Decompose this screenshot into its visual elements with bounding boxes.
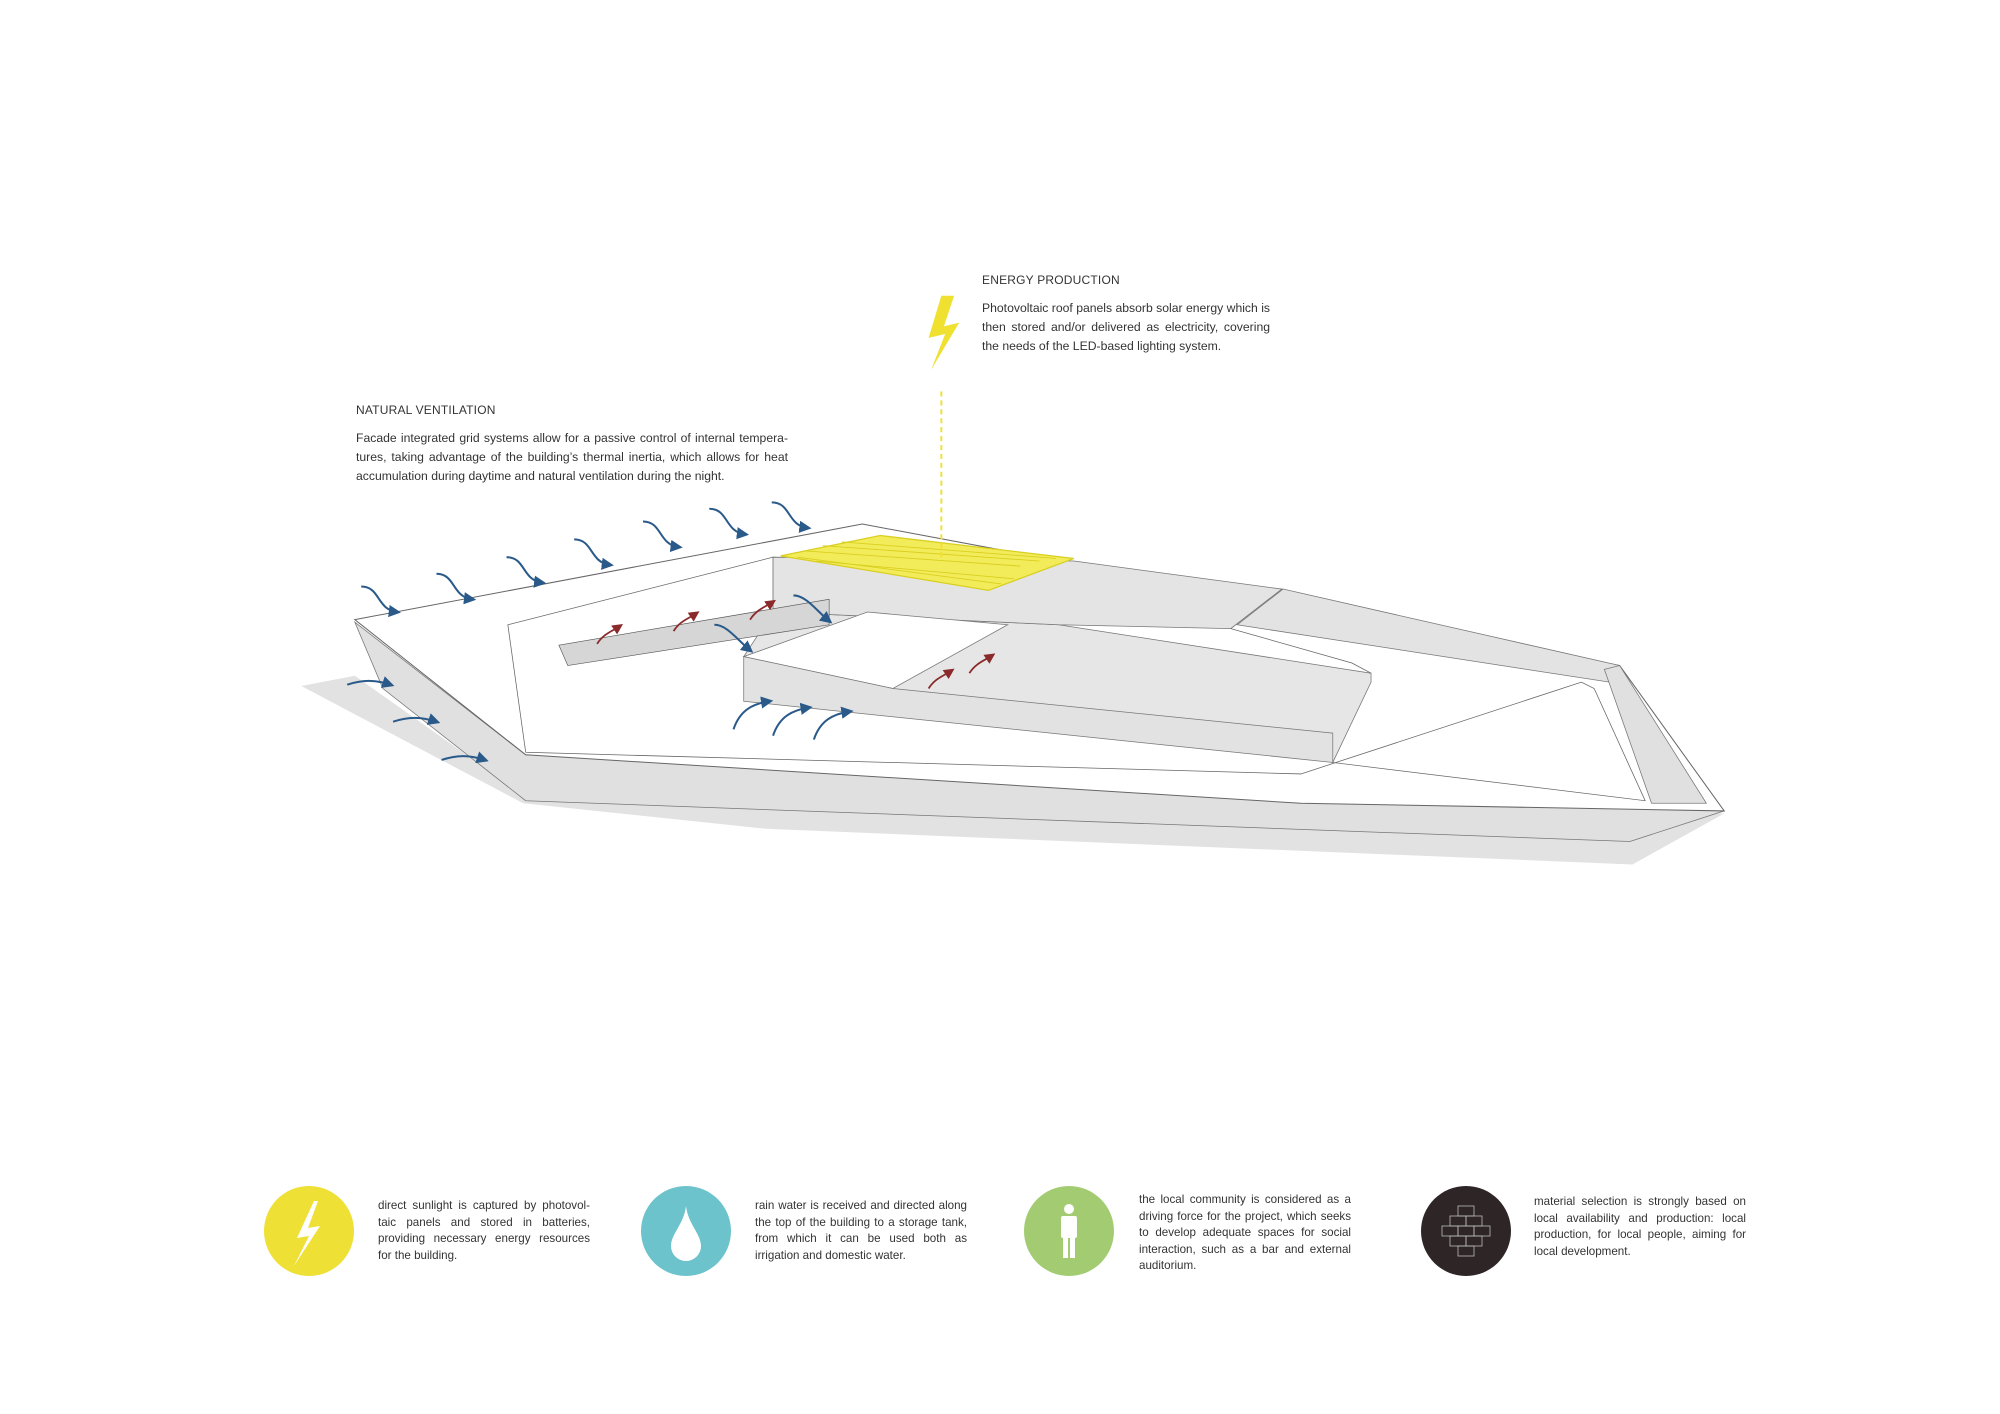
natural-ventilation-title: NATURAL VENTILATION: [356, 403, 496, 417]
hot-air-arrows: [596, 599, 996, 690]
west-wing-wall: [743, 656, 1334, 763]
solar-panel-lines: [797, 541, 1057, 585]
east-wall: [1603, 665, 1708, 804]
energy-production-title: ENERGY PRODUCTION: [982, 273, 1120, 287]
legend-community-text: the local community is considered as a d…: [1139, 1193, 1351, 1272]
bricks-icon: [1441, 1205, 1491, 1257]
natural-ventilation-text: Facade integrated grid systems allow for…: [356, 431, 788, 483]
material-circle: [1421, 1186, 1511, 1276]
community-circle: [1024, 1186, 1114, 1276]
legend-material-text: material selection is strongly based on …: [1534, 1195, 1746, 1258]
energy-circle: [264, 1186, 354, 1276]
wind-arrows: [346, 501, 854, 764]
legend-water-text: rain water is received and directed alon…: [755, 1199, 967, 1262]
energy-production-text: Photovoltaic roof panels absorb solar en…: [982, 301, 1270, 353]
facade-grid: [558, 598, 830, 666]
legend-energy-text: direct sunlight is captured by photovol-…: [378, 1199, 590, 1262]
energy-lightning-icon: [928, 295, 960, 370]
water-drop-icon: [671, 1206, 701, 1261]
person-icon: [1061, 1204, 1077, 1258]
lightning-icon: [294, 1201, 320, 1266]
water-circle: [641, 1186, 731, 1276]
